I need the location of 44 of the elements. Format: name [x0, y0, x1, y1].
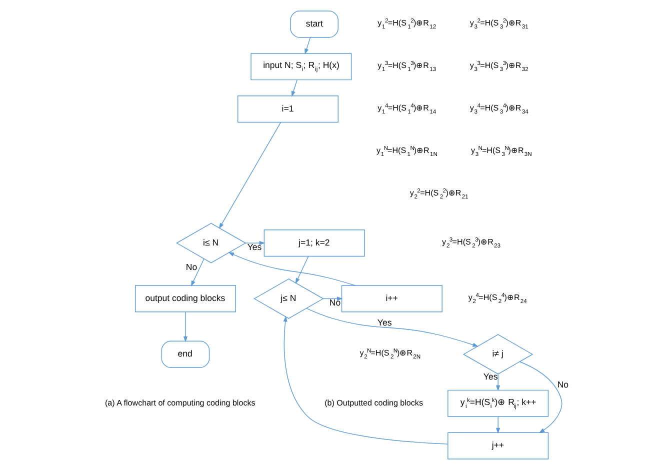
node-box: j=1; k=2 [264, 230, 365, 257]
arrow [322, 296, 343, 301]
node-box: end [161, 340, 210, 368]
edge-label: No [557, 380, 569, 390]
arrow [304, 37, 311, 55]
arrow [245, 241, 266, 246]
label: y$_{2}$$^{3}$=H(S$_{2}$$^{3}$)⊕R$_{23}$ [442, 237, 501, 250]
node-diamond: i≠ j [462, 334, 534, 374]
edge-label: Yes [247, 242, 262, 252]
label: y$_{3}$$^{N}$=H(S$_{3}$$^{N}$)⊕R$_{3N}$ [470, 146, 532, 158]
edge-label: Yes [483, 372, 498, 382]
edge-label: Yes [377, 317, 392, 328]
node-box: i++ [341, 285, 442, 312]
label: y$_{3}$$^{4}$=H(S$_{3}$$^{4}$)⊕R$_{34}$ [470, 103, 528, 116]
label: y$_{2}$$^{N}$=H(S$_{2}$$^{N}$)⊕R$_{2N}$ [360, 348, 421, 361]
label: y$_{1}$$^{N}$=H(S$_{1}$$^{N}$)⊕R$_{1N}$ [376, 146, 438, 158]
arrow [218, 122, 282, 229]
label: y$_{2}$$^{4}$=H(S$_{2}$$^{4}$)⊕R$_{24}$ [468, 293, 527, 305]
arrow [520, 361, 562, 434]
arrow [183, 312, 188, 342]
label: (b) Outputted coding blocks [324, 398, 423, 408]
arrow [295, 256, 309, 284]
node-box: j++ [448, 432, 549, 460]
label: y$_{3}$$^{3}$=H(S$_{3}$$^{3}$)⊕R$_{32}$ [470, 60, 528, 73]
arrow [291, 80, 298, 97]
arrow [496, 374, 500, 392]
label: y$_{1}$$^{3}$=H(S$_{1}$$^{3}$)⊕R$_{13}$ [378, 60, 436, 73]
node-box: output coding blocks [135, 285, 236, 312]
node-box: start [290, 10, 338, 38]
arrow [306, 308, 479, 347]
label: y$_{1}$$^{4}$=H(S$_{1}$$^{4}$)⊕R$_{14}$ [378, 103, 436, 116]
edge-label: No [186, 262, 198, 272]
edge-label: No [329, 298, 341, 308]
label: y$_{1}$$^{2}$=H(S$_{1}$$^{2}$)⊕R$_{12}$ [378, 18, 436, 31]
label: y$_{2}$$^{2}$=H(S$_{2}$$^{2}$)⊕R$_{21}$ [410, 188, 468, 200]
node-box: i=1 [237, 96, 338, 123]
arrow [190, 258, 204, 286]
node-box: input N; S$_{i}$; R$_{ij}$; H(x) [250, 53, 352, 80]
label: y$_{3}$$^{2}$=H(S$_{3}$$^{2}$)⊕R$_{31}$ [470, 18, 528, 31]
node-box: y$_{i}$$^{k}$=H(S$_{i}$$^{k}$)⊕ R$_{ij}$; k++ [448, 390, 549, 417]
arrow [496, 416, 500, 434]
label: (a) A flowchart of computing coding blocks [104, 398, 256, 408]
arrow [283, 316, 448, 444]
arrow [228, 252, 356, 286]
